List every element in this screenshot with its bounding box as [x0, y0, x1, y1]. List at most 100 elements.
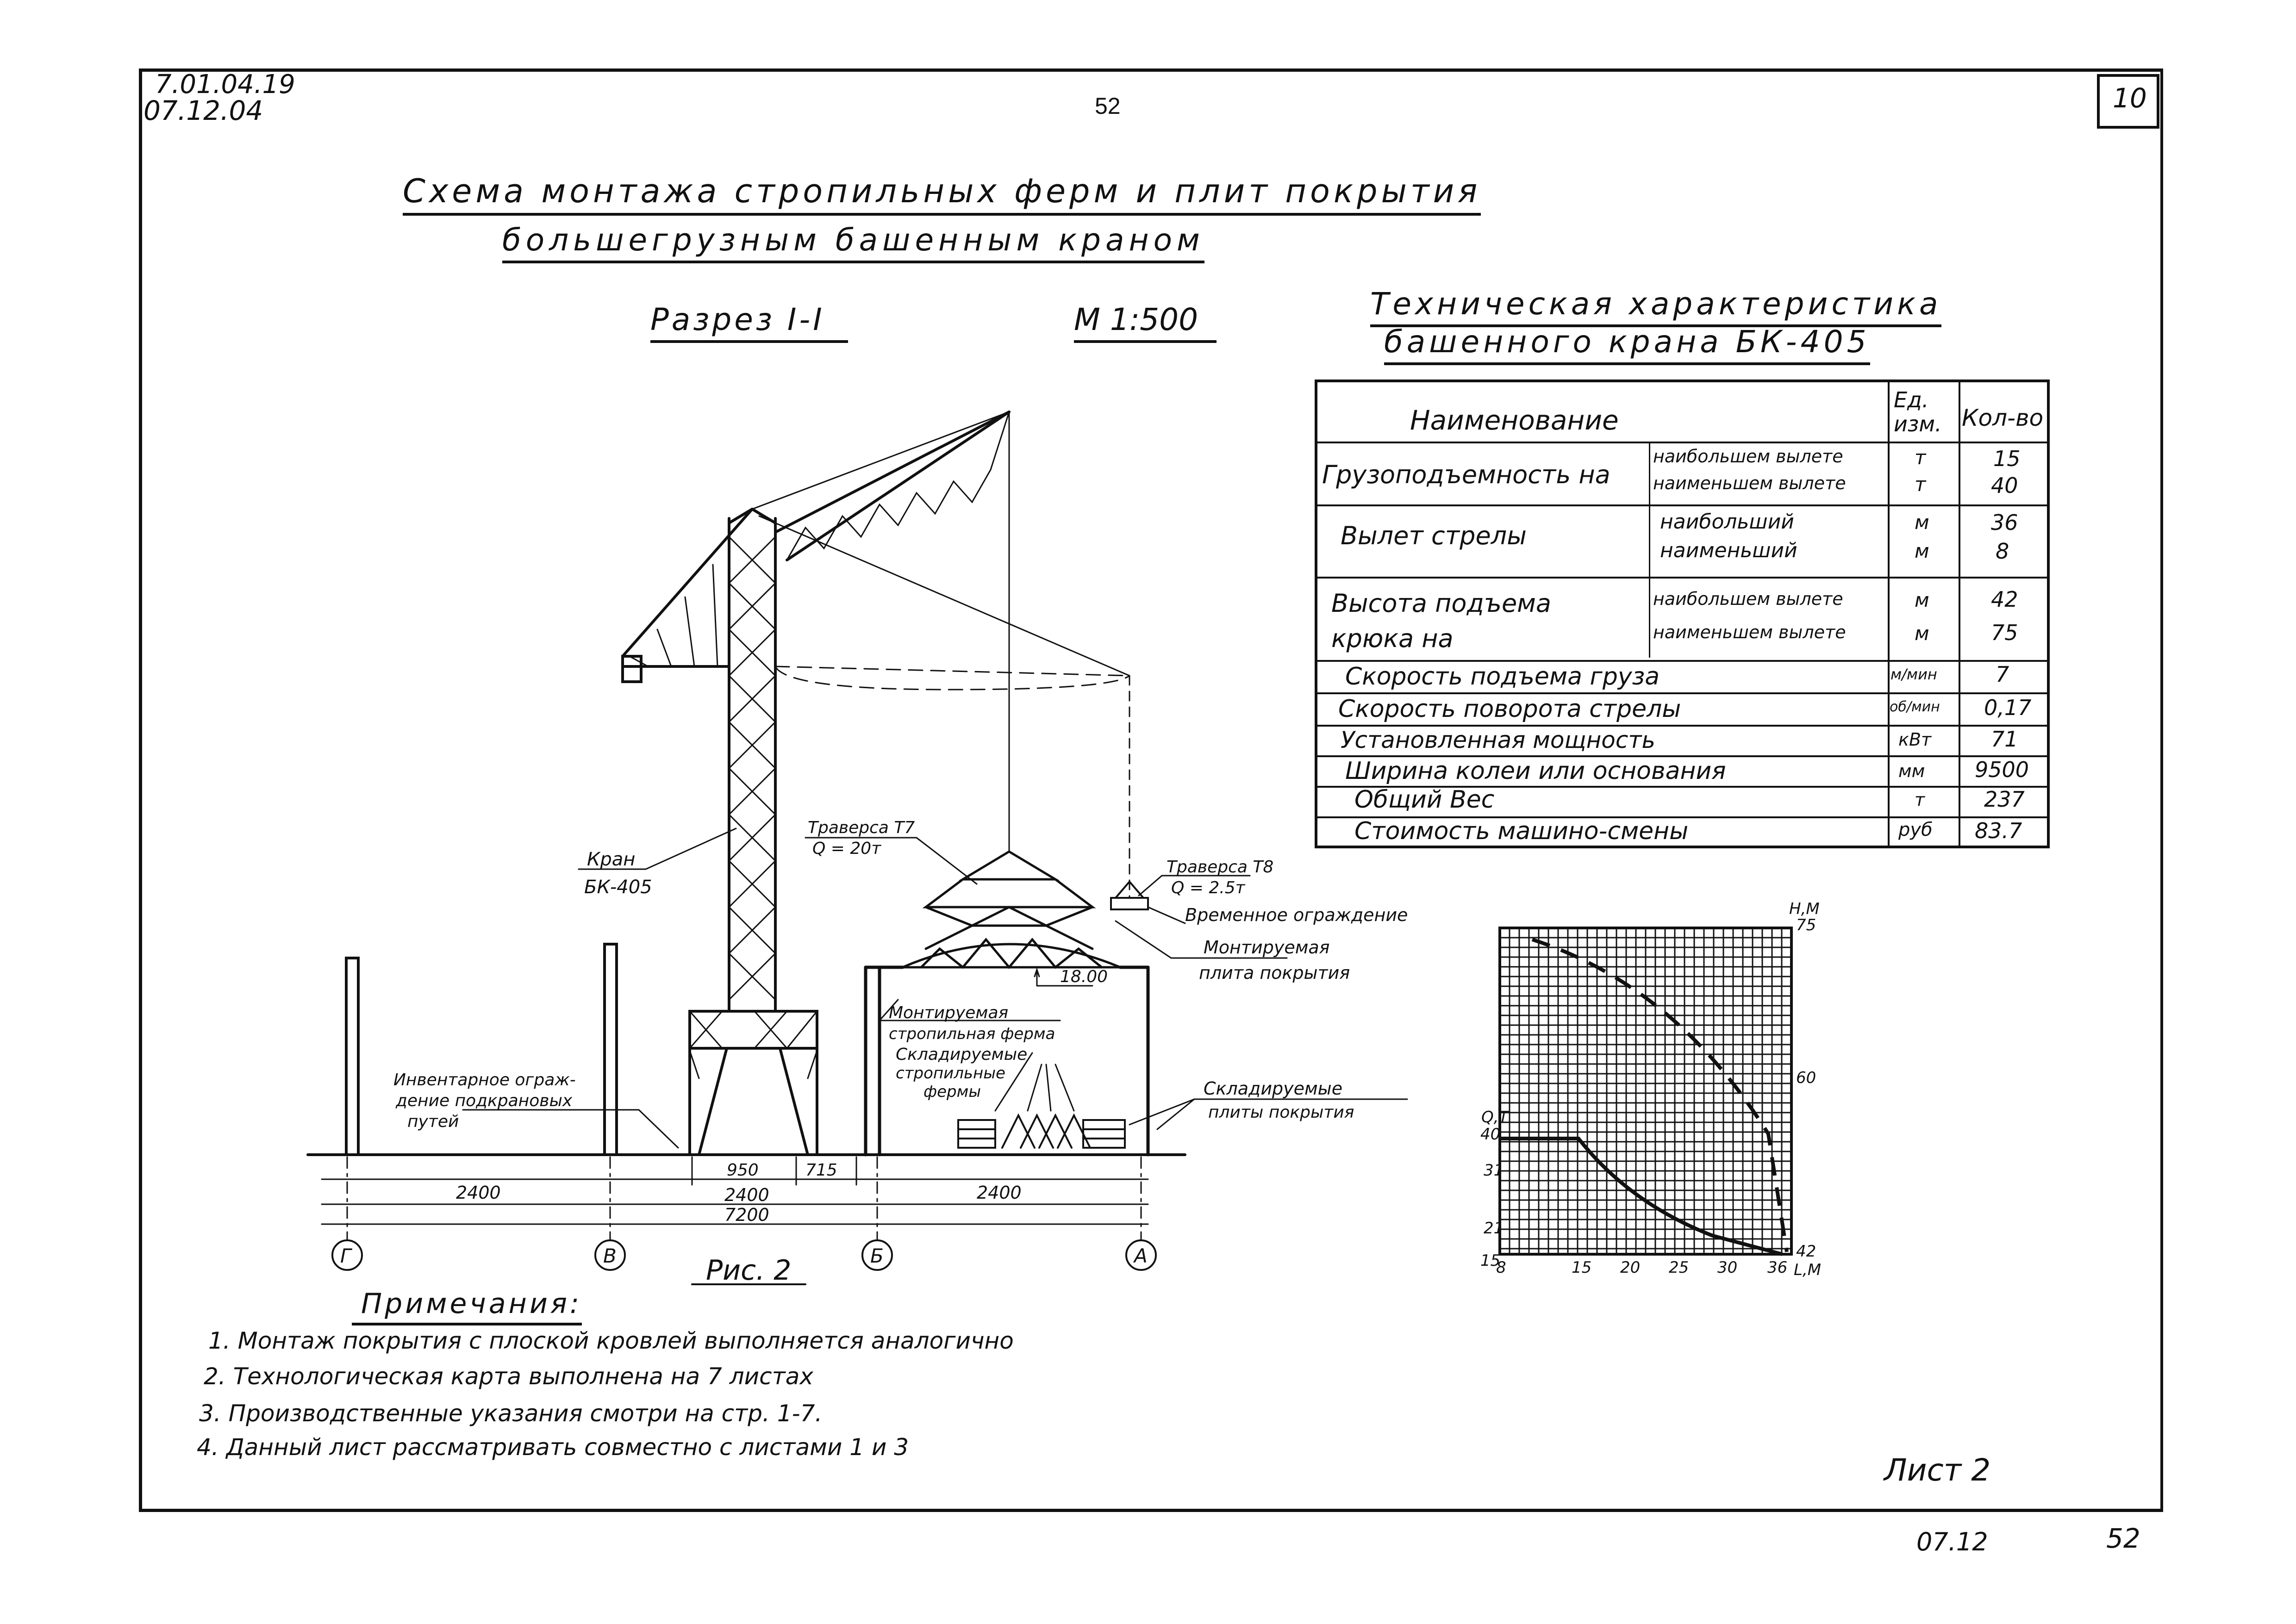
- label-mounted-slab-2: плита покрытия: [1199, 963, 1350, 983]
- table-row-qty: 42: [1991, 587, 2018, 612]
- label-crane-model: БК-405: [584, 877, 652, 898]
- tech-table: Наименование Ед. изм. Кол-во Грузоподъем…: [1315, 380, 2050, 848]
- height-curve: [1531, 938, 1789, 1252]
- tech-title-line2: башенного крана БК-405: [1384, 324, 1870, 365]
- stored-trusses: [957, 1113, 1126, 1149]
- axis-label-b: Б: [870, 1244, 884, 1267]
- table-row-unit: м: [1915, 622, 1929, 645]
- graph-x-title: L,M: [1794, 1261, 1821, 1279]
- axis-label-a: А: [1133, 1244, 1148, 1267]
- footer-date: 07.12: [1916, 1527, 1988, 1556]
- building-frame: [864, 965, 1150, 1157]
- section-title: Разрез I-I: [650, 302, 848, 343]
- axis-label-g: Г: [340, 1244, 353, 1267]
- table-row-unit: об/мин: [1890, 699, 1940, 715]
- table-row-qty: 0,17: [1984, 695, 2032, 720]
- dim-2400-c: 2400: [977, 1182, 1022, 1203]
- table-row-name: Стоимость машино-смены: [1354, 817, 1689, 845]
- page-number: 52: [1095, 93, 1121, 119]
- traverse-t7: [922, 850, 1096, 950]
- table-row-unit: т: [1915, 790, 1925, 810]
- table-row-sub: наименьшем вылете: [1653, 473, 1846, 493]
- table-row-qty: 36: [1991, 510, 2018, 535]
- sheet-label: Лист 2: [1884, 1452, 1991, 1488]
- table-row-name: Скорость подъема груза: [1345, 663, 1660, 691]
- table-row-unit: м: [1915, 589, 1929, 611]
- table-row-name: Грузоподъемность на: [1322, 460, 1610, 489]
- label-fence-2: дение подкрановых: [395, 1091, 573, 1110]
- table-header-unit: Ед. изм.: [1894, 387, 1942, 436]
- crane-jib: [774, 411, 1011, 561]
- graph-y-left-tick: 15: [1480, 1251, 1500, 1270]
- graph-y-right-tick: 75: [1796, 916, 1816, 934]
- label-mounted-slab-1: Монтируемая: [1204, 937, 1330, 958]
- table-row-unit: мм: [1898, 761, 1925, 781]
- sheet-box: 10: [2097, 74, 2159, 129]
- notes-title: Примечания:: [352, 1288, 582, 1325]
- graph-x-tick: 8: [1496, 1258, 1506, 1277]
- label-stored-slabs-1: Складируемые: [1204, 1078, 1342, 1099]
- table-row-sub: наибольшем вылете: [1653, 446, 1843, 467]
- load-graph: Q,T H,M L,M 40 31 21 15 75 60 42 8 15 20…: [1480, 900, 1821, 1279]
- note-item: 1. Монтаж покрытия с плоской кровлей вып…: [208, 1327, 1014, 1354]
- table-row-name: Скорость поворота стрелы: [1338, 695, 1681, 723]
- graph-x-tick: 20: [1620, 1258, 1640, 1277]
- table-row-name: Высота подъема крюка на: [1331, 589, 1552, 653]
- table-row-sub: наибольший: [1660, 510, 1794, 534]
- roof-truss: [901, 938, 1122, 969]
- table-row-qty: 71: [1991, 727, 2018, 752]
- figure-label: Рис. 2: [706, 1254, 791, 1287]
- dim-2400-a: 2400: [456, 1182, 501, 1203]
- label-traverse-t7-q: Q = 20т: [812, 839, 881, 858]
- capacity-curve: [1500, 1137, 1783, 1256]
- table-row-unit: т: [1915, 473, 1926, 496]
- counter-jib: [621, 508, 754, 683]
- table-row-qty: 40: [1991, 473, 2018, 498]
- label-fence-3: путей: [407, 1112, 459, 1131]
- dim-715: 715: [805, 1161, 837, 1180]
- graph-y-right-tick: 60: [1796, 1069, 1816, 1087]
- table-row-unit: т: [1915, 446, 1926, 469]
- doc-code-line1: 7.01.04.19: [155, 69, 295, 100]
- footer-page: 52: [2106, 1523, 2140, 1554]
- table-row-name: Общий Вес: [1354, 786, 1495, 814]
- label-traverse-t8-q: Q = 2.5т: [1171, 878, 1246, 897]
- dim-7200: 7200: [724, 1205, 769, 1225]
- scale-title: М 1:500: [1074, 302, 1217, 343]
- label-traverse-t7: Траверса Т7: [808, 818, 915, 837]
- graph-y-left-tick: 21: [1484, 1219, 1504, 1238]
- axis-label-v: В: [603, 1244, 617, 1267]
- graph-x-tick: 25: [1669, 1258, 1689, 1277]
- label-stored-trusses-3: фермы: [923, 1083, 981, 1101]
- table-row-unit: м: [1915, 540, 1929, 562]
- table-row-sub: наименьший: [1660, 539, 1797, 562]
- note-item: 2. Технологическая карта выполнена на 7 …: [204, 1363, 814, 1390]
- note-item: 4. Данный лист рассматривать совместно с…: [197, 1434, 909, 1461]
- table-row-qty: 15: [1993, 446, 2021, 471]
- label-mounted-truss-2: стропильная ферма: [889, 1025, 1055, 1043]
- graph-y-left-title: Q,T: [1481, 1108, 1510, 1126]
- label-stored-trusses-1: Складируемые: [896, 1045, 1027, 1064]
- columns-left: [345, 943, 618, 1156]
- graph-y-right-tick: 42: [1796, 1242, 1816, 1261]
- table-row-unit: м: [1915, 511, 1929, 534]
- table-row-qty: 75: [1991, 620, 2018, 645]
- crane-portal: [665, 1010, 839, 1156]
- crane-tower: [728, 508, 777, 1013]
- graph-x-tick: 15: [1572, 1258, 1591, 1277]
- dimension-lines: [321, 1156, 1149, 1241]
- table-row-qty: 8: [1996, 539, 2009, 564]
- label-fence-1: Инвентарное ограж-: [393, 1070, 576, 1089]
- doc-code-line2: 07.12.04: [144, 95, 263, 126]
- label-mounted-truss-1: Монтируемая: [889, 1003, 1008, 1022]
- table-row-unit: м/мин: [1890, 666, 1937, 683]
- sheet-box-number: 10: [2113, 82, 2147, 114]
- table-row-sub: наибольшем вылете: [1653, 589, 1843, 609]
- graph-y-left-tick: 31: [1484, 1161, 1504, 1180]
- label-temp-fence: Временное ограждение: [1185, 905, 1408, 925]
- table-header-name: Наименование: [1410, 404, 1619, 436]
- axis-bubbles: [331, 1239, 1157, 1285]
- table-row-qty: 7: [1996, 662, 2009, 687]
- tech-title-line1: Техническая характеристика: [1370, 286, 1942, 327]
